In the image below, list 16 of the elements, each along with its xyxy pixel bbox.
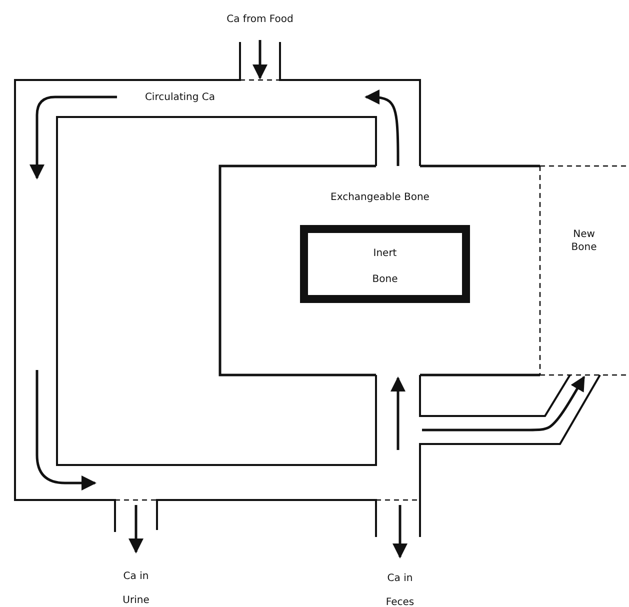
node-label: Ca from Food — [205, 12, 315, 28]
node-label: Ca in Urine — [100, 565, 172, 601]
compartment-box — [220, 166, 540, 375]
node-label: Ca in Feces — [364, 567, 436, 603]
node-label: Inert Bone — [371, 247, 399, 287]
arrow — [392, 505, 408, 558]
arrow — [422, 376, 586, 432]
arrow — [364, 90, 400, 166]
node-label: New Bone — [570, 228, 598, 254]
arrow — [390, 376, 406, 450]
dashed-compartment — [540, 166, 629, 375]
node-label: Exchangeable Bone — [330, 191, 430, 204]
node-label: Circulating Ca — [144, 91, 216, 104]
compartment-box — [300, 225, 470, 303]
arrow — [252, 40, 268, 80]
arrow — [128, 505, 144, 554]
